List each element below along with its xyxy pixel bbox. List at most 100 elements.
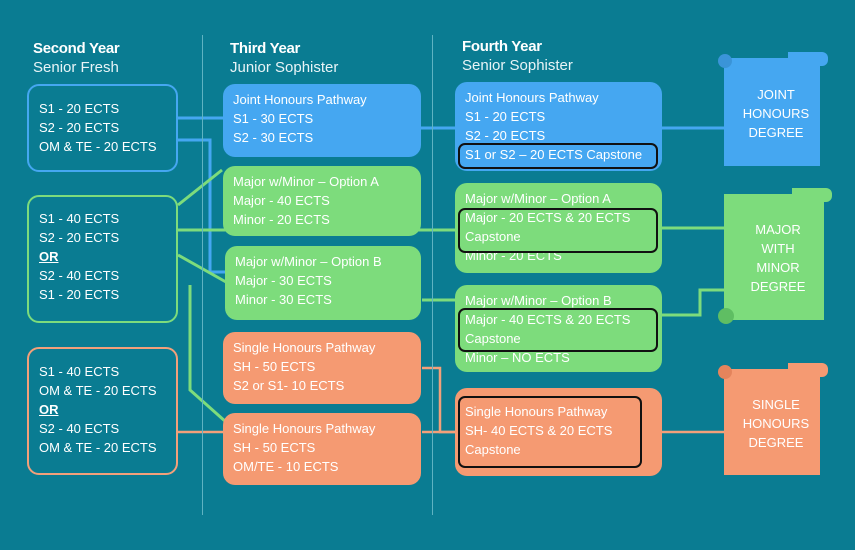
box-line: Major w/Minor – Option B [465, 293, 612, 308]
third-year-single-2-box: Single Honours Pathway SH - 50 ECTS OM/T… [223, 413, 421, 485]
column-subtitle: Junior Sophister [230, 59, 339, 76]
column-subtitle: Senior Sophister [462, 57, 573, 74]
third-year-single-1-box: Single Honours Pathway SH - 50 ECTS S2 o… [223, 332, 421, 404]
degree-line: DEGREE [748, 124, 804, 140]
box-line: Capstone [465, 229, 521, 244]
connector-single-3a-to-4 [422, 366, 456, 434]
scroll-curl-top [792, 188, 832, 202]
box-line: Single Honours Pathway [465, 404, 608, 419]
box-line: Minor - 20 ECTS [233, 212, 330, 227]
column-header-second-year: Second Year Senior Fresh [33, 40, 120, 76]
column-separator-right [432, 35, 433, 515]
column-header-fourth-year: Fourth Year Senior Sophister [462, 38, 573, 74]
box-line: S1 - 20 ECTS [39, 287, 120, 302]
box-line: Single Honours Pathway [233, 340, 376, 355]
box-line: OM & TE - 20 ECTS [39, 383, 157, 398]
degree-label: SINGLE HONOURS DEGREE [731, 395, 821, 452]
scroll-curl-bottom [718, 308, 734, 324]
box-line: SH - 50 ECTS [233, 440, 316, 455]
box-line: Capstone [465, 442, 521, 457]
degree-line: DEGREE [748, 434, 804, 450]
capstone-highlight-single [458, 396, 642, 468]
fourth-year-major-a-box: Major w/Minor – Option A Major - 20 ECTS… [455, 183, 662, 273]
box-line: S1 - 20 ECTS [465, 109, 546, 124]
third-year-major-b-box: Major w/Minor – Option B Major - 30 ECTS… [225, 246, 421, 320]
box-line: OM & TE - 20 ECTS [39, 440, 157, 455]
column-separator-left [202, 35, 203, 515]
box-line: S2 - 20 ECTS [39, 230, 120, 245]
box-line: Major w/Minor – Option A [233, 174, 379, 189]
box-line: Capstone [465, 331, 521, 346]
scroll-curl-left [718, 54, 732, 68]
box-line: S1 - 40 ECTS [39, 211, 120, 226]
scroll-body [724, 369, 820, 475]
box-line: Single Honours Pathway [233, 421, 376, 436]
box-line: OM/TE - 10 ECTS [233, 459, 339, 474]
second-year-joint-box: S1 - 20 ECTS S2 - 20 ECTS OM & TE - 20 E… [27, 84, 178, 172]
column-title: Third Year [230, 40, 301, 57]
box-line: Major - 20 ECTS & 20 ECTS [465, 210, 631, 225]
degree-line: MAJOR [755, 222, 801, 237]
degree-scroll-major: MAJOR WITH MINOR DEGREE [718, 188, 832, 328]
fourth-year-single-box: Single Honours Pathway SH- 40 ECTS & 20 … [455, 388, 662, 476]
degree-scroll-joint: JOINT HONOURS DEGREE [718, 52, 828, 174]
box-line: Major - 30 ECTS [235, 273, 332, 288]
box-line: Major w/Minor – Option B [235, 254, 382, 269]
degree-label: MAJOR WITH MINOR DEGREE [733, 220, 823, 296]
box-line: S2 - 20 ECTS [39, 120, 120, 135]
box-line-or: OR [39, 249, 59, 264]
scroll-body [724, 194, 824, 320]
box-line: Joint Honours Pathway [465, 90, 599, 105]
connector-major-to-option-a [177, 168, 223, 207]
third-year-joint-box: Joint Honours Pathway S1 - 30 ECTS S2 - … [223, 84, 421, 157]
box-line: Major w/Minor – Option A [465, 191, 611, 206]
capstone-highlight-major-a [458, 208, 658, 253]
box-line: S2 - 30 ECTS [233, 130, 314, 145]
degree-line: MINOR [756, 260, 800, 275]
box-line: SH- 40 ECTS & 20 ECTS [465, 423, 613, 438]
capstone-highlight-joint [458, 143, 658, 169]
column-title: Fourth Year [462, 38, 542, 55]
box-line: OM & TE - 20 ECTS [39, 139, 157, 154]
fourth-year-major-b-box: Major w/Minor – Option B Major - 40 ECTS… [455, 285, 662, 372]
capstone-highlight-major-b [458, 308, 658, 352]
scroll-curl-left [718, 365, 732, 379]
degree-line: DEGREE [750, 279, 806, 294]
second-year-major-box: S1 - 40 ECTS S2 - 20 ECTS OR S2 - 40 ECT… [27, 195, 178, 323]
column-title: Second Year [33, 40, 120, 57]
box-line: S2 or S1- 10 ECTS [233, 378, 345, 393]
degree-scroll-single: SINGLE HONOURS DEGREE [718, 363, 828, 483]
column-header-third-year: Third Year Junior Sophister [230, 40, 338, 76]
column-subtitle: Senior Fresh [33, 59, 119, 76]
connector-major-b-to-degree [662, 288, 726, 317]
box-line: Major - 40 ECTS & 20 ECTS [465, 312, 631, 327]
box-line: Minor - 30 ECTS [235, 292, 332, 307]
box-line: Major - 40 ECTS [233, 193, 330, 208]
box-line: S1 - 40 ECTS [39, 364, 120, 379]
scroll-curl-top [788, 363, 828, 377]
degree-line: HONOURS [742, 105, 810, 121]
second-year-single-box: S1 - 40 ECTS OM & TE - 20 ECTS OR S2 - 4… [27, 347, 178, 475]
degree-label: JOINT HONOURS DEGREE [731, 85, 821, 142]
degree-line: WITH [761, 241, 795, 256]
box-line: S2 - 40 ECTS [39, 421, 120, 436]
box-line: Minor – NO ECTS [465, 350, 570, 365]
box-line: S1 - 30 ECTS [233, 111, 314, 126]
box-line-capstone: S1 or S2 – 20 ECTS Capstone [465, 147, 643, 162]
third-year-major-a-box: Major w/Minor – Option A Major - 40 ECTS… [223, 166, 421, 236]
box-line: S1 - 20 ECTS [39, 101, 120, 116]
connector-joint-to-major-b [178, 138, 226, 274]
degree-line: JOINT [757, 86, 795, 102]
box-line: Joint Honours Pathway [233, 92, 367, 107]
box-line: S2 - 20 ECTS [465, 128, 546, 143]
scroll-curl-top [788, 52, 828, 66]
box-line: SH - 50 ECTS [233, 359, 316, 374]
fourth-year-joint-box: Joint Honours Pathway S1 - 20 ECTS S2 - … [455, 82, 662, 171]
degree-line: SINGLE [752, 396, 800, 412]
box-line: S2 - 40 ECTS [39, 268, 120, 283]
scroll-body [724, 58, 820, 166]
box-line-or: OR [39, 402, 59, 417]
degree-line: HONOURS [742, 415, 810, 431]
connector-single-to-single-3 [188, 285, 227, 424]
